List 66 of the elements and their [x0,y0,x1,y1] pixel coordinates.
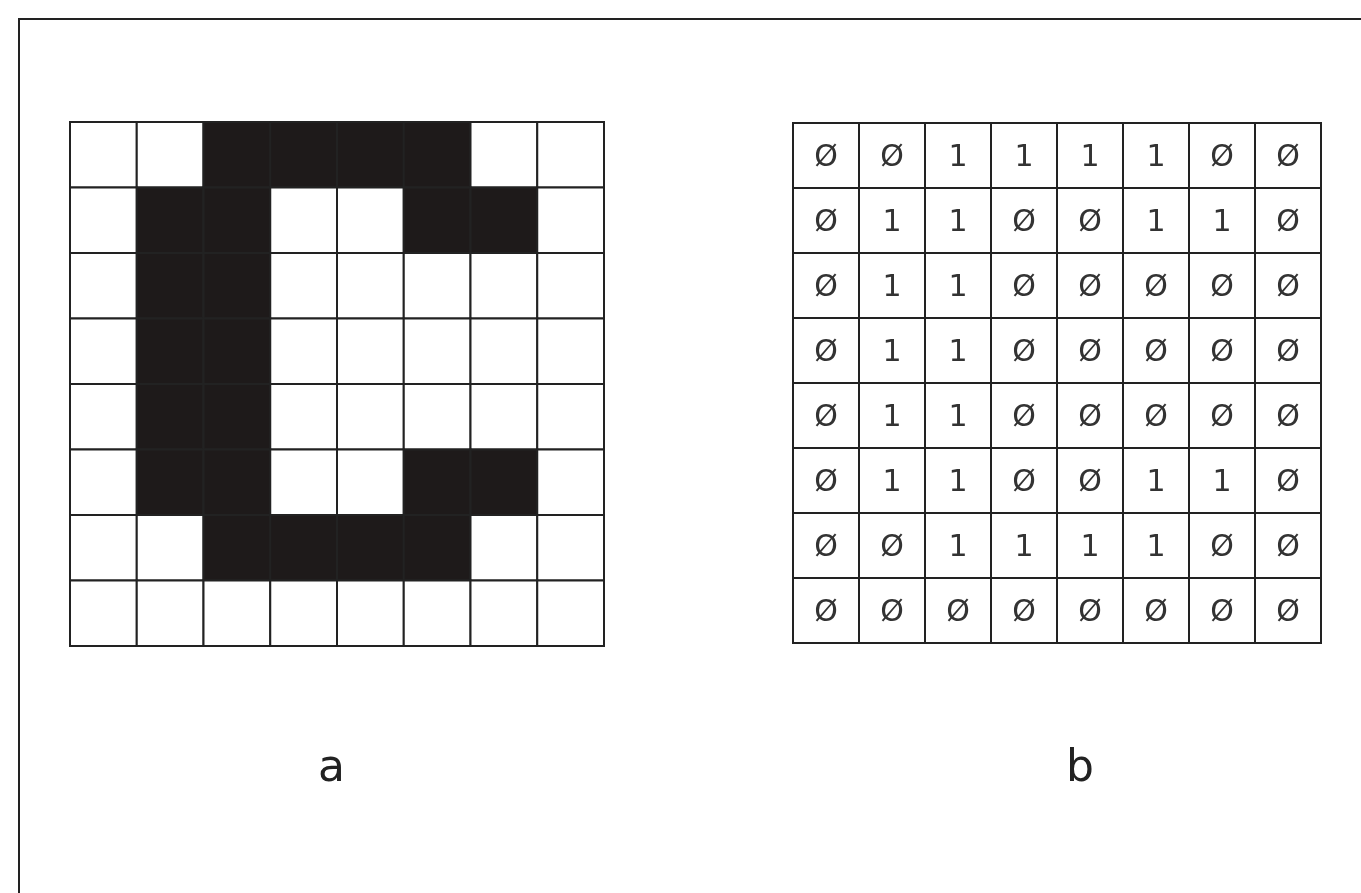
table-cell: 1 [925,383,991,448]
table-cell: Ø [1189,318,1255,383]
table-cell: 1 [1123,123,1189,188]
table-cell: Ø [793,123,859,188]
table-cell: Ø [1255,188,1321,253]
table-cell: Ø [1255,513,1321,578]
table-cell: Ø [991,448,1057,513]
table-cell: 1 [859,318,925,383]
table-cell: Ø [1255,123,1321,188]
table-cell: Ø [991,578,1057,643]
table-cell: Ø [793,253,859,318]
table-cell: Ø [1123,253,1189,318]
table-cell: Ø [1255,318,1321,383]
table-cell: 1 [925,448,991,513]
panel-label: a [318,740,345,791]
table-cell: Ø [1189,578,1255,643]
table-cell: 1 [1189,448,1255,513]
table-cell: 1 [991,123,1057,188]
table-cell: Ø [1057,318,1123,383]
table-cell: Ø [859,123,925,188]
table-cell: Ø [991,383,1057,448]
panel-label: b [1066,740,1094,791]
table-cell: 1 [925,318,991,383]
table-cell: Ø [793,188,859,253]
table-cell: Ø [1189,383,1255,448]
table-cell: 1 [925,188,991,253]
table-cell: Ø [1255,448,1321,513]
table-cell: Ø [859,578,925,643]
table-cell: Ø [793,383,859,448]
table-cell: Ø [1057,253,1123,318]
table-cell: 1 [1123,448,1189,513]
table-cell: Ø [1123,383,1189,448]
table-cell: Ø [991,253,1057,318]
table-cell: 1 [925,513,991,578]
table-cell: Ø [793,318,859,383]
table-cell: Ø [793,578,859,643]
table-cell: Ø [991,318,1057,383]
table-cell: Ø [1255,383,1321,448]
table-cell: Ø [793,448,859,513]
table-cell: Ø [1057,383,1123,448]
table-cell: Ø [1123,578,1189,643]
table-cell: Ø [1057,448,1123,513]
table-cell: 1 [859,448,925,513]
table-cell: Ø [1189,253,1255,318]
table-cell: Ø [1255,578,1321,643]
table-cell: 1 [1189,188,1255,253]
table-cell: Ø [859,513,925,578]
table-cell: Ø [1123,318,1189,383]
table-cell: 1 [1057,123,1123,188]
table-cell: Ø [925,578,991,643]
table-cell: 1 [859,188,925,253]
table-cell: 1 [1057,513,1123,578]
table-cell: 1 [925,123,991,188]
table-cell: Ø [1057,188,1123,253]
table-cell: Ø [793,513,859,578]
table-cell: 1 [859,383,925,448]
table-cell: 1 [859,253,925,318]
table-cell: Ø [1189,123,1255,188]
table-cell: Ø [1255,253,1321,318]
table-cell: 1 [991,513,1057,578]
table-cell: Ø [1057,578,1123,643]
table-cell: Ø [1189,513,1255,578]
table-cell: 1 [925,253,991,318]
table-cell: 1 [1123,513,1189,578]
table-cell: Ø [991,188,1057,253]
table-cell: 1 [1123,188,1189,253]
